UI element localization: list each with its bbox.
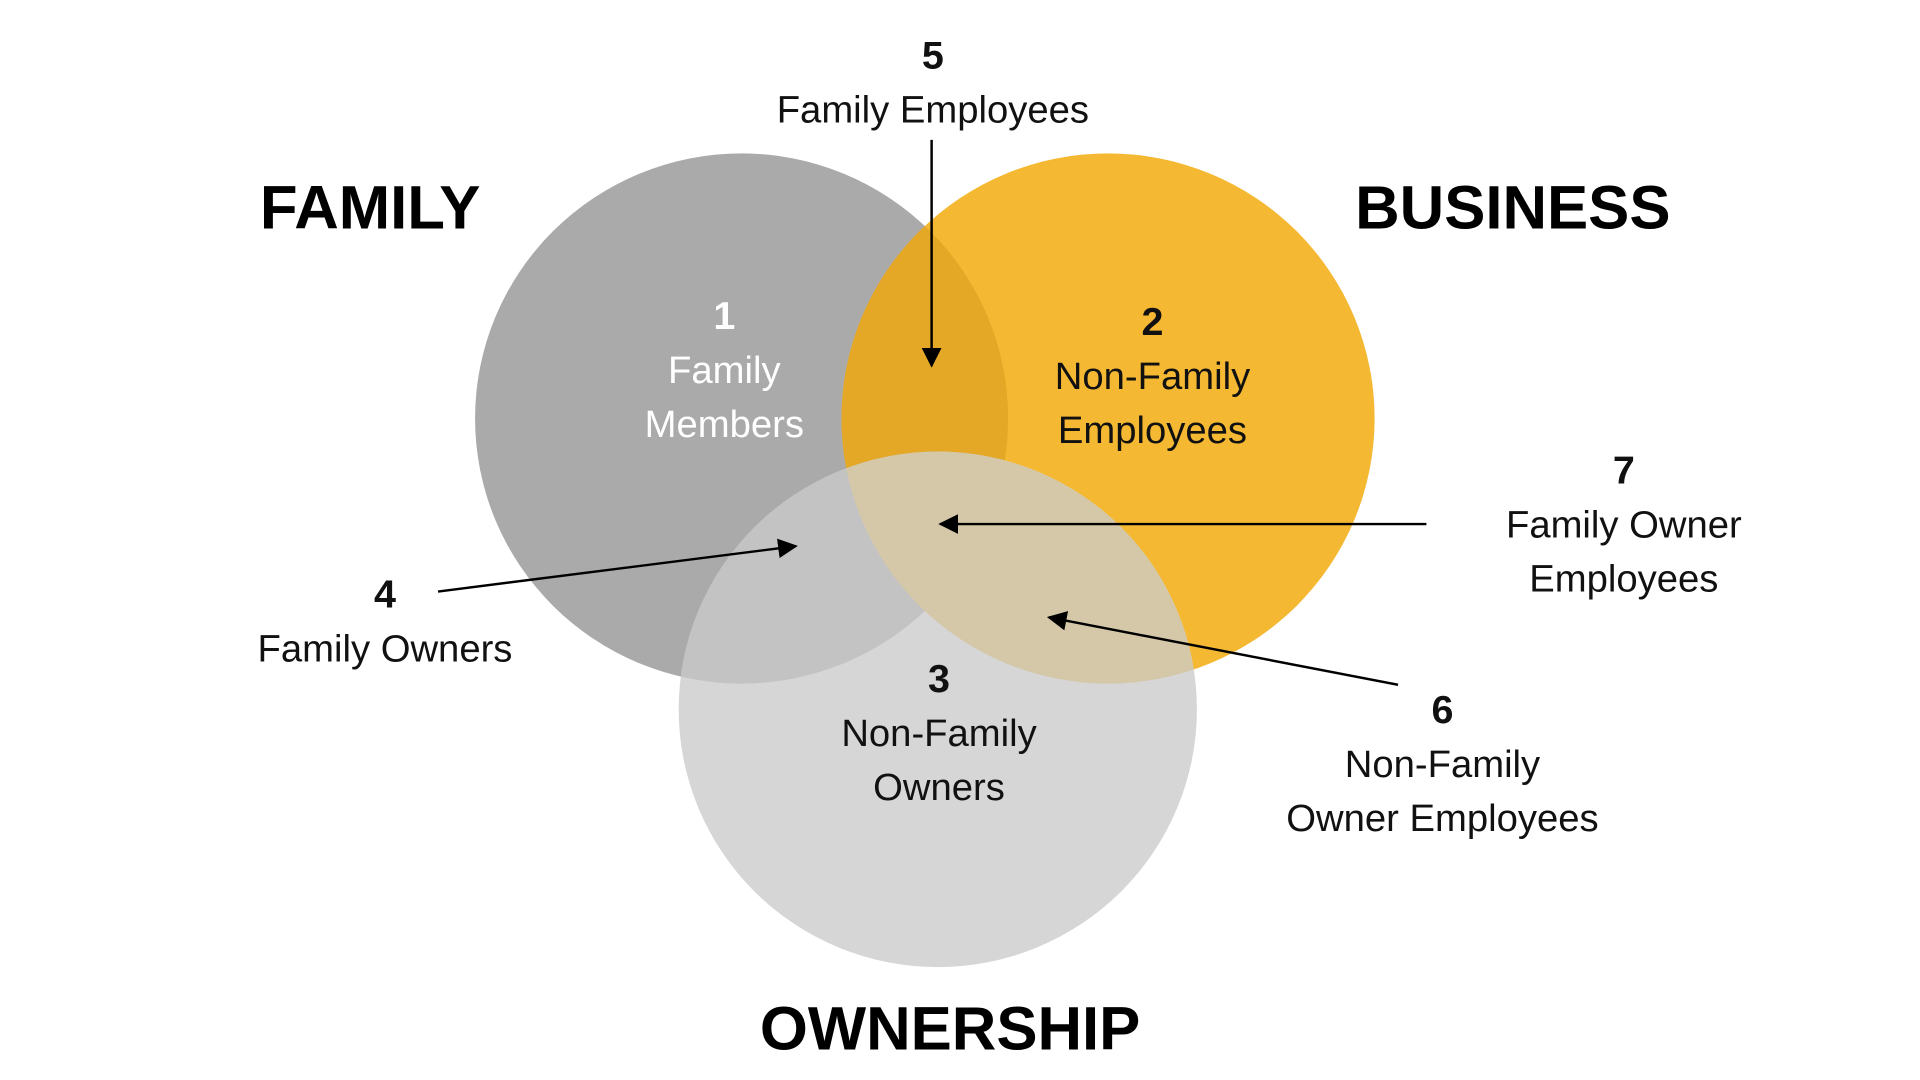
region-3-label: 3 Non-Family Owners <box>841 657 1036 809</box>
heading-ownership: OWNERSHIP <box>760 994 1140 1063</box>
family-ownership-overlap <box>678 451 1009 684</box>
business-ownership-overlap <box>841 451 1197 684</box>
region-5-label: 5 Family Employees <box>777 34 1089 132</box>
region-6-label: 6 Non-Family Owner Employees <box>1286 688 1598 840</box>
region-7-label: 7 Family Owner Employees <box>1506 449 1742 601</box>
region-number: 3 <box>928 657 950 701</box>
heading-business: BUSINESS <box>1355 173 1670 242</box>
region-text: Non-Family <box>841 712 1036 755</box>
region-number: 4 <box>374 573 396 617</box>
region-text: Family Owner <box>1506 504 1742 547</box>
region-text: Non-Family <box>1055 355 1250 398</box>
region-1-label: 1 Family Members <box>645 294 804 446</box>
region-number: 5 <box>922 34 944 78</box>
region-text: Family Owners <box>258 628 513 671</box>
region-2-label: 2 Non-Family Employees <box>1055 300 1250 452</box>
region-number: 2 <box>1142 300 1164 344</box>
region-number: 6 <box>1431 688 1453 732</box>
region-text: Members <box>645 403 804 446</box>
region-number: 7 <box>1613 449 1635 493</box>
region-text: Non-Family <box>1345 743 1540 786</box>
region-text: Family <box>668 349 781 392</box>
region-number: 1 <box>713 294 735 338</box>
region-text: Owners <box>873 766 1005 809</box>
arrow-6 <box>1046 611 1399 687</box>
region-4-label: 4 Family Owners <box>258 573 513 671</box>
region-text: Owner Employees <box>1286 797 1598 840</box>
heading-family: FAMILY <box>260 173 481 242</box>
region-text: Family Employees <box>777 89 1089 132</box>
region-text: Employees <box>1058 409 1247 452</box>
region-text: Employees <box>1529 558 1718 601</box>
arrow-4 <box>437 538 798 593</box>
